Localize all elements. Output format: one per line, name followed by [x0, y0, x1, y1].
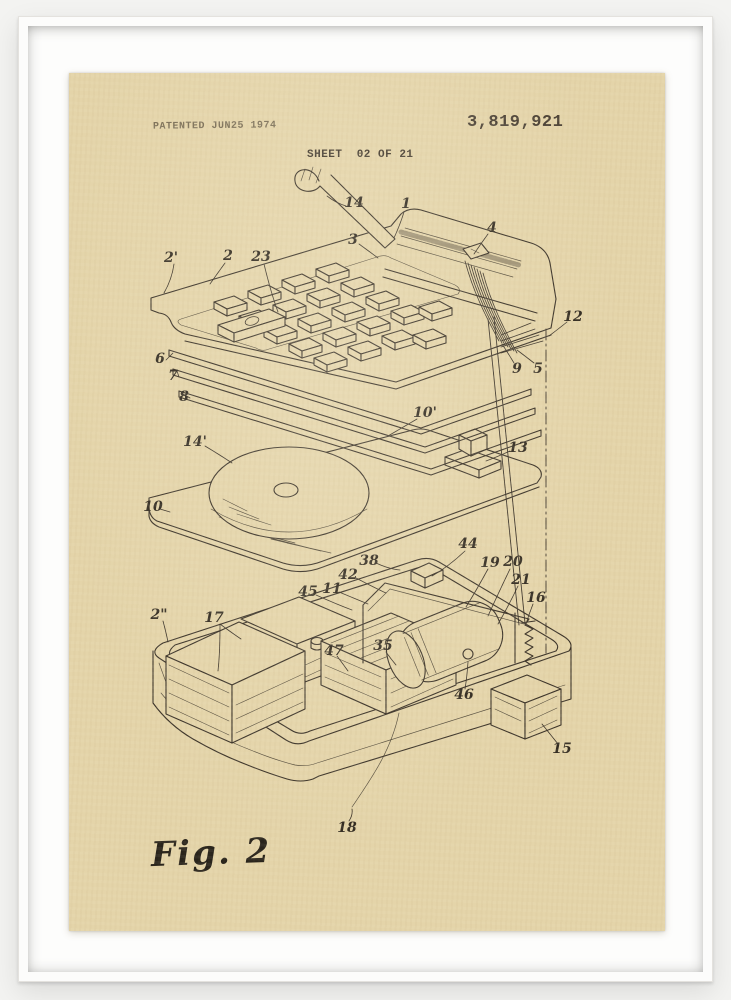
ref-numeral: 1 [401, 196, 411, 212]
figure-caption: Fig. 2 [150, 830, 272, 876]
ref-numeral: 14 [344, 195, 364, 211]
keyboard-unit [150, 208, 557, 390]
construction-lines [487, 316, 547, 654]
ref-numeral: 10 [143, 499, 163, 515]
ref-numeral: 42 [338, 567, 358, 583]
ref-numeral: 2' [163, 250, 179, 266]
ref-numeral: 4 [487, 220, 497, 236]
ref-numeral: 44 [458, 536, 478, 552]
wire [351, 712, 400, 808]
patent-number: 3,819,921 [467, 113, 564, 132]
contact-spring [514, 612, 536, 666]
ref-numeral: 17 [204, 610, 224, 626]
ref-numeral: 13 [508, 440, 528, 456]
ref-numeral: 16 [526, 590, 546, 606]
ref-numeral: 20 [503, 554, 523, 570]
mat-board: PATENTED JUN25 1974 3,819,921 SHEET 02 O… [28, 26, 703, 972]
patent-figure-drawing [148, 166, 572, 822]
ref-numeral: 8 [179, 389, 189, 405]
ref-numeral: 18 [337, 820, 357, 836]
ref-numeral: 11 [322, 581, 342, 597]
ref-numeral: 10' [413, 405, 437, 421]
ref-numeral: 19 [480, 555, 500, 571]
ref-numeral: 47 [324, 643, 344, 659]
ref-numeral: 21 [511, 572, 531, 588]
ref-numeral: 23 [251, 249, 271, 265]
patent-sheet: PATENTED JUN25 1974 3,819,921 SHEET 02 O… [69, 73, 665, 931]
ref-numeral: 5 [533, 361, 543, 377]
circuit-board-stack [168, 349, 542, 476]
rotor-disc [208, 446, 370, 540]
sheet-number-label: SHEET 02 OF 21 [307, 149, 414, 161]
ref-numeral: 9 [512, 361, 522, 377]
ref-numeral: 15 [552, 741, 572, 757]
ribbon-cable [464, 260, 544, 354]
printer-drum [362, 562, 530, 689]
ref-numeral: 38 [359, 553, 379, 569]
ref-numeral: 7 [168, 368, 178, 384]
ref-numeral: 2" [150, 607, 168, 623]
paper-tape [294, 166, 396, 249]
ref-numeral: 35 [373, 638, 393, 654]
ref-numeral: 2 [223, 248, 233, 264]
ref-numeral: 12 [563, 309, 583, 325]
ref-numeral: 6 [155, 351, 165, 367]
ref-numeral: 3 [348, 232, 358, 248]
picture-frame: PATENTED JUN25 1974 3,819,921 SHEET 02 O… [18, 16, 713, 982]
patent-date-stamp: PATENTED JUN25 1974 [152, 120, 277, 133]
battery-pack [165, 596, 356, 744]
ref-numeral: 45 [298, 584, 318, 600]
zero-bar-key [217, 308, 286, 343]
corner-block [490, 674, 562, 740]
leader-lines [159, 195, 568, 822]
ref-numeral: 14' [183, 434, 207, 450]
ref-numeral: 46 [454, 687, 474, 703]
